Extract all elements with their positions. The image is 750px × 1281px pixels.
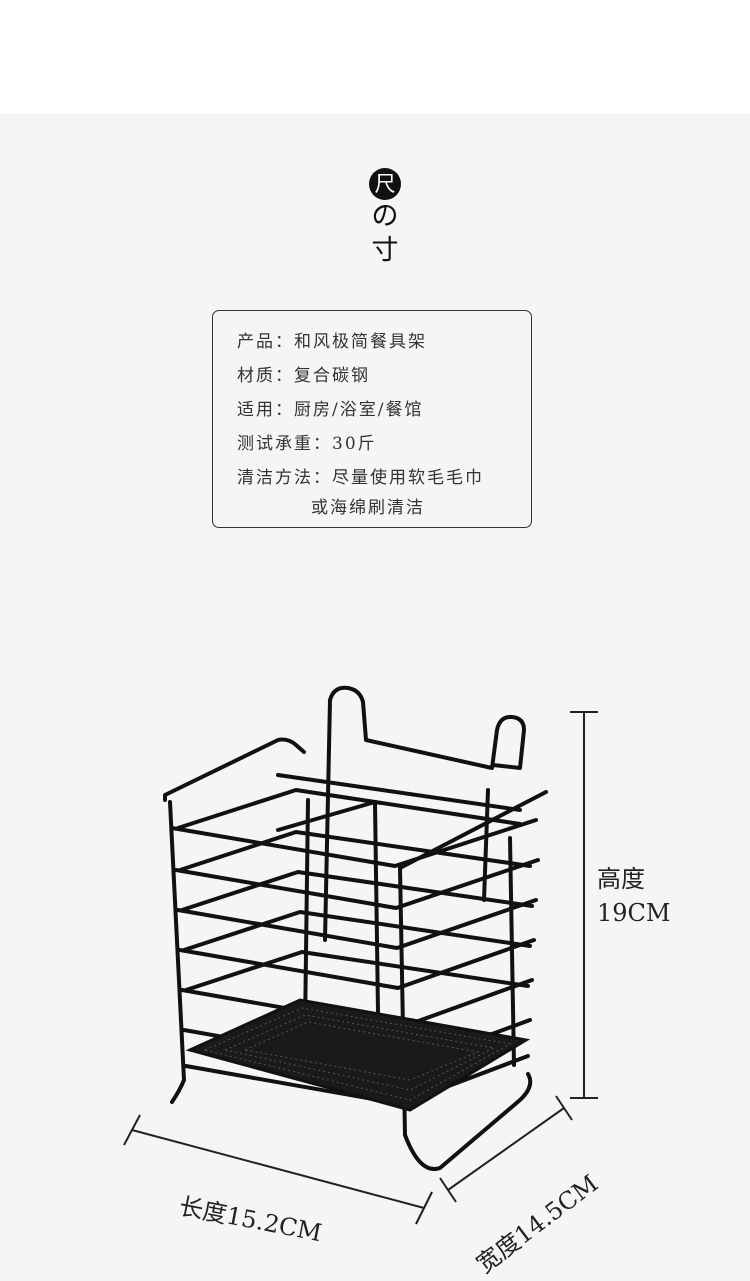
top-white-band (0, 0, 750, 114)
title-char-1: の (371, 201, 399, 232)
spec-box: 产品：和风极简餐具架 材质：复合碳钢 适用：厨房/浴室/餐馆 测试承重：30斤 … (212, 310, 532, 528)
spec-material: 材质：复合碳钢 (237, 366, 370, 386)
spec-usage: 适用：厨房/浴室/餐馆 (237, 400, 424, 420)
wire-basket (163, 685, 548, 1172)
title-circle-char: 尺 (369, 168, 401, 200)
title-char-2: 寸 (371, 235, 399, 266)
length-dimension-line (123, 1114, 433, 1225)
height-value: 19CM (597, 899, 671, 927)
spec-cleaning: 清洁方法：尽量使用软毛毛巾 (237, 468, 484, 488)
height-label: 高度 19CM (597, 862, 670, 930)
spec-load: 测试承重：30斤 (237, 434, 377, 454)
perforated-tray (185, 998, 531, 1112)
height-dimension-line (570, 711, 598, 1099)
height-label-text: 高度 (597, 865, 645, 893)
width-dimension-line (439, 1095, 573, 1203)
spec-cleaning-cont: 或海绵刷清洁 (237, 498, 426, 518)
section-title: 尺 の 寸 (353, 168, 417, 268)
spec-product: 产品：和风极简餐具架 (237, 332, 427, 352)
